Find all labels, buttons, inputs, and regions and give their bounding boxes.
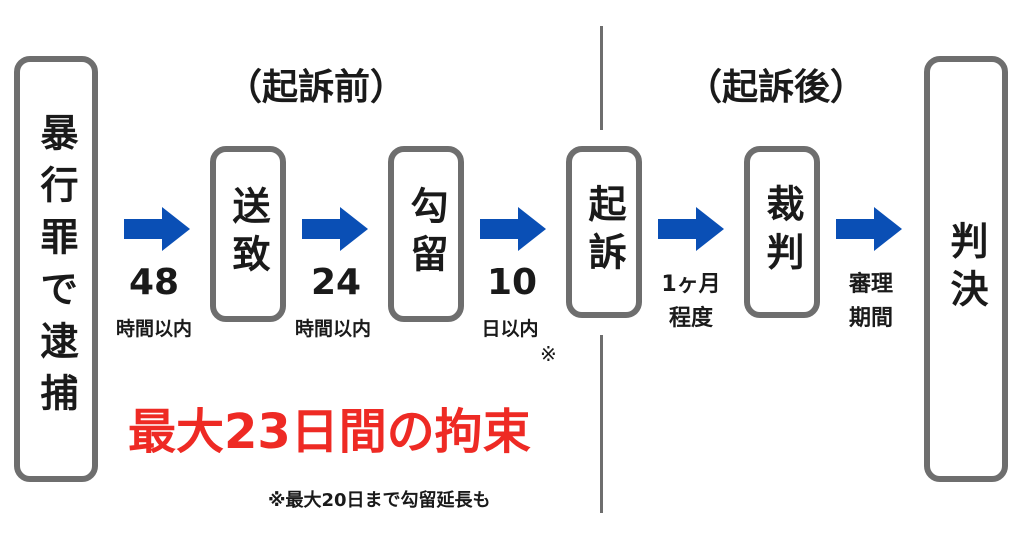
detention-label: 勾留 (404, 186, 448, 282)
verdict-box: 判決 (924, 56, 1008, 482)
footnote-mark: ※ (540, 342, 557, 366)
indictment-box: 起訴 (566, 146, 642, 318)
indictment-label: 起訴 (582, 184, 626, 280)
arrow-right-icon (836, 207, 902, 251)
duration-10-unit: 日以内 (481, 318, 539, 340)
arrow-right-icon (480, 207, 546, 251)
trial-box: 裁判 (744, 146, 820, 318)
duration-48-unit: 時間以内 (115, 318, 192, 340)
send-label: 送致 (226, 186, 270, 282)
extension-note: ※最大20日まで勾留延長も (268, 490, 491, 511)
divider-lower (600, 335, 603, 513)
arrow-right-icon (124, 207, 190, 251)
trial-duration-line1: 1ヶ月 (661, 272, 721, 297)
arrest-box: 暴行罪で逮捕 (14, 56, 98, 482)
review-period-line1: 審理 (848, 272, 893, 297)
verdict-label: 判決 (944, 221, 988, 317)
detention-box: 勾留 (388, 146, 464, 322)
send-box: 送致 (210, 146, 286, 322)
trial-duration-line2: 程度 (668, 306, 713, 331)
arrest-label: 暴行罪で逮捕 (34, 113, 78, 425)
duration-24-unit: 時間以内 (294, 318, 371, 340)
duration-24-value: 24 (310, 262, 362, 303)
post-indictment-heading: （起訴後） (686, 67, 867, 108)
trial-label: 裁判 (760, 184, 804, 280)
review-period-line2: 期間 (848, 306, 893, 331)
duration-10-value: 10 (486, 262, 538, 303)
duration-48-value: 48 (128, 262, 180, 303)
arrow-right-icon (302, 207, 368, 251)
pre-indictment-heading: （起訴前） (226, 67, 407, 108)
max-detention-highlight: 最大23日間の拘束 (128, 404, 531, 460)
divider-upper (600, 26, 603, 130)
arrow-right-icon (658, 207, 724, 251)
